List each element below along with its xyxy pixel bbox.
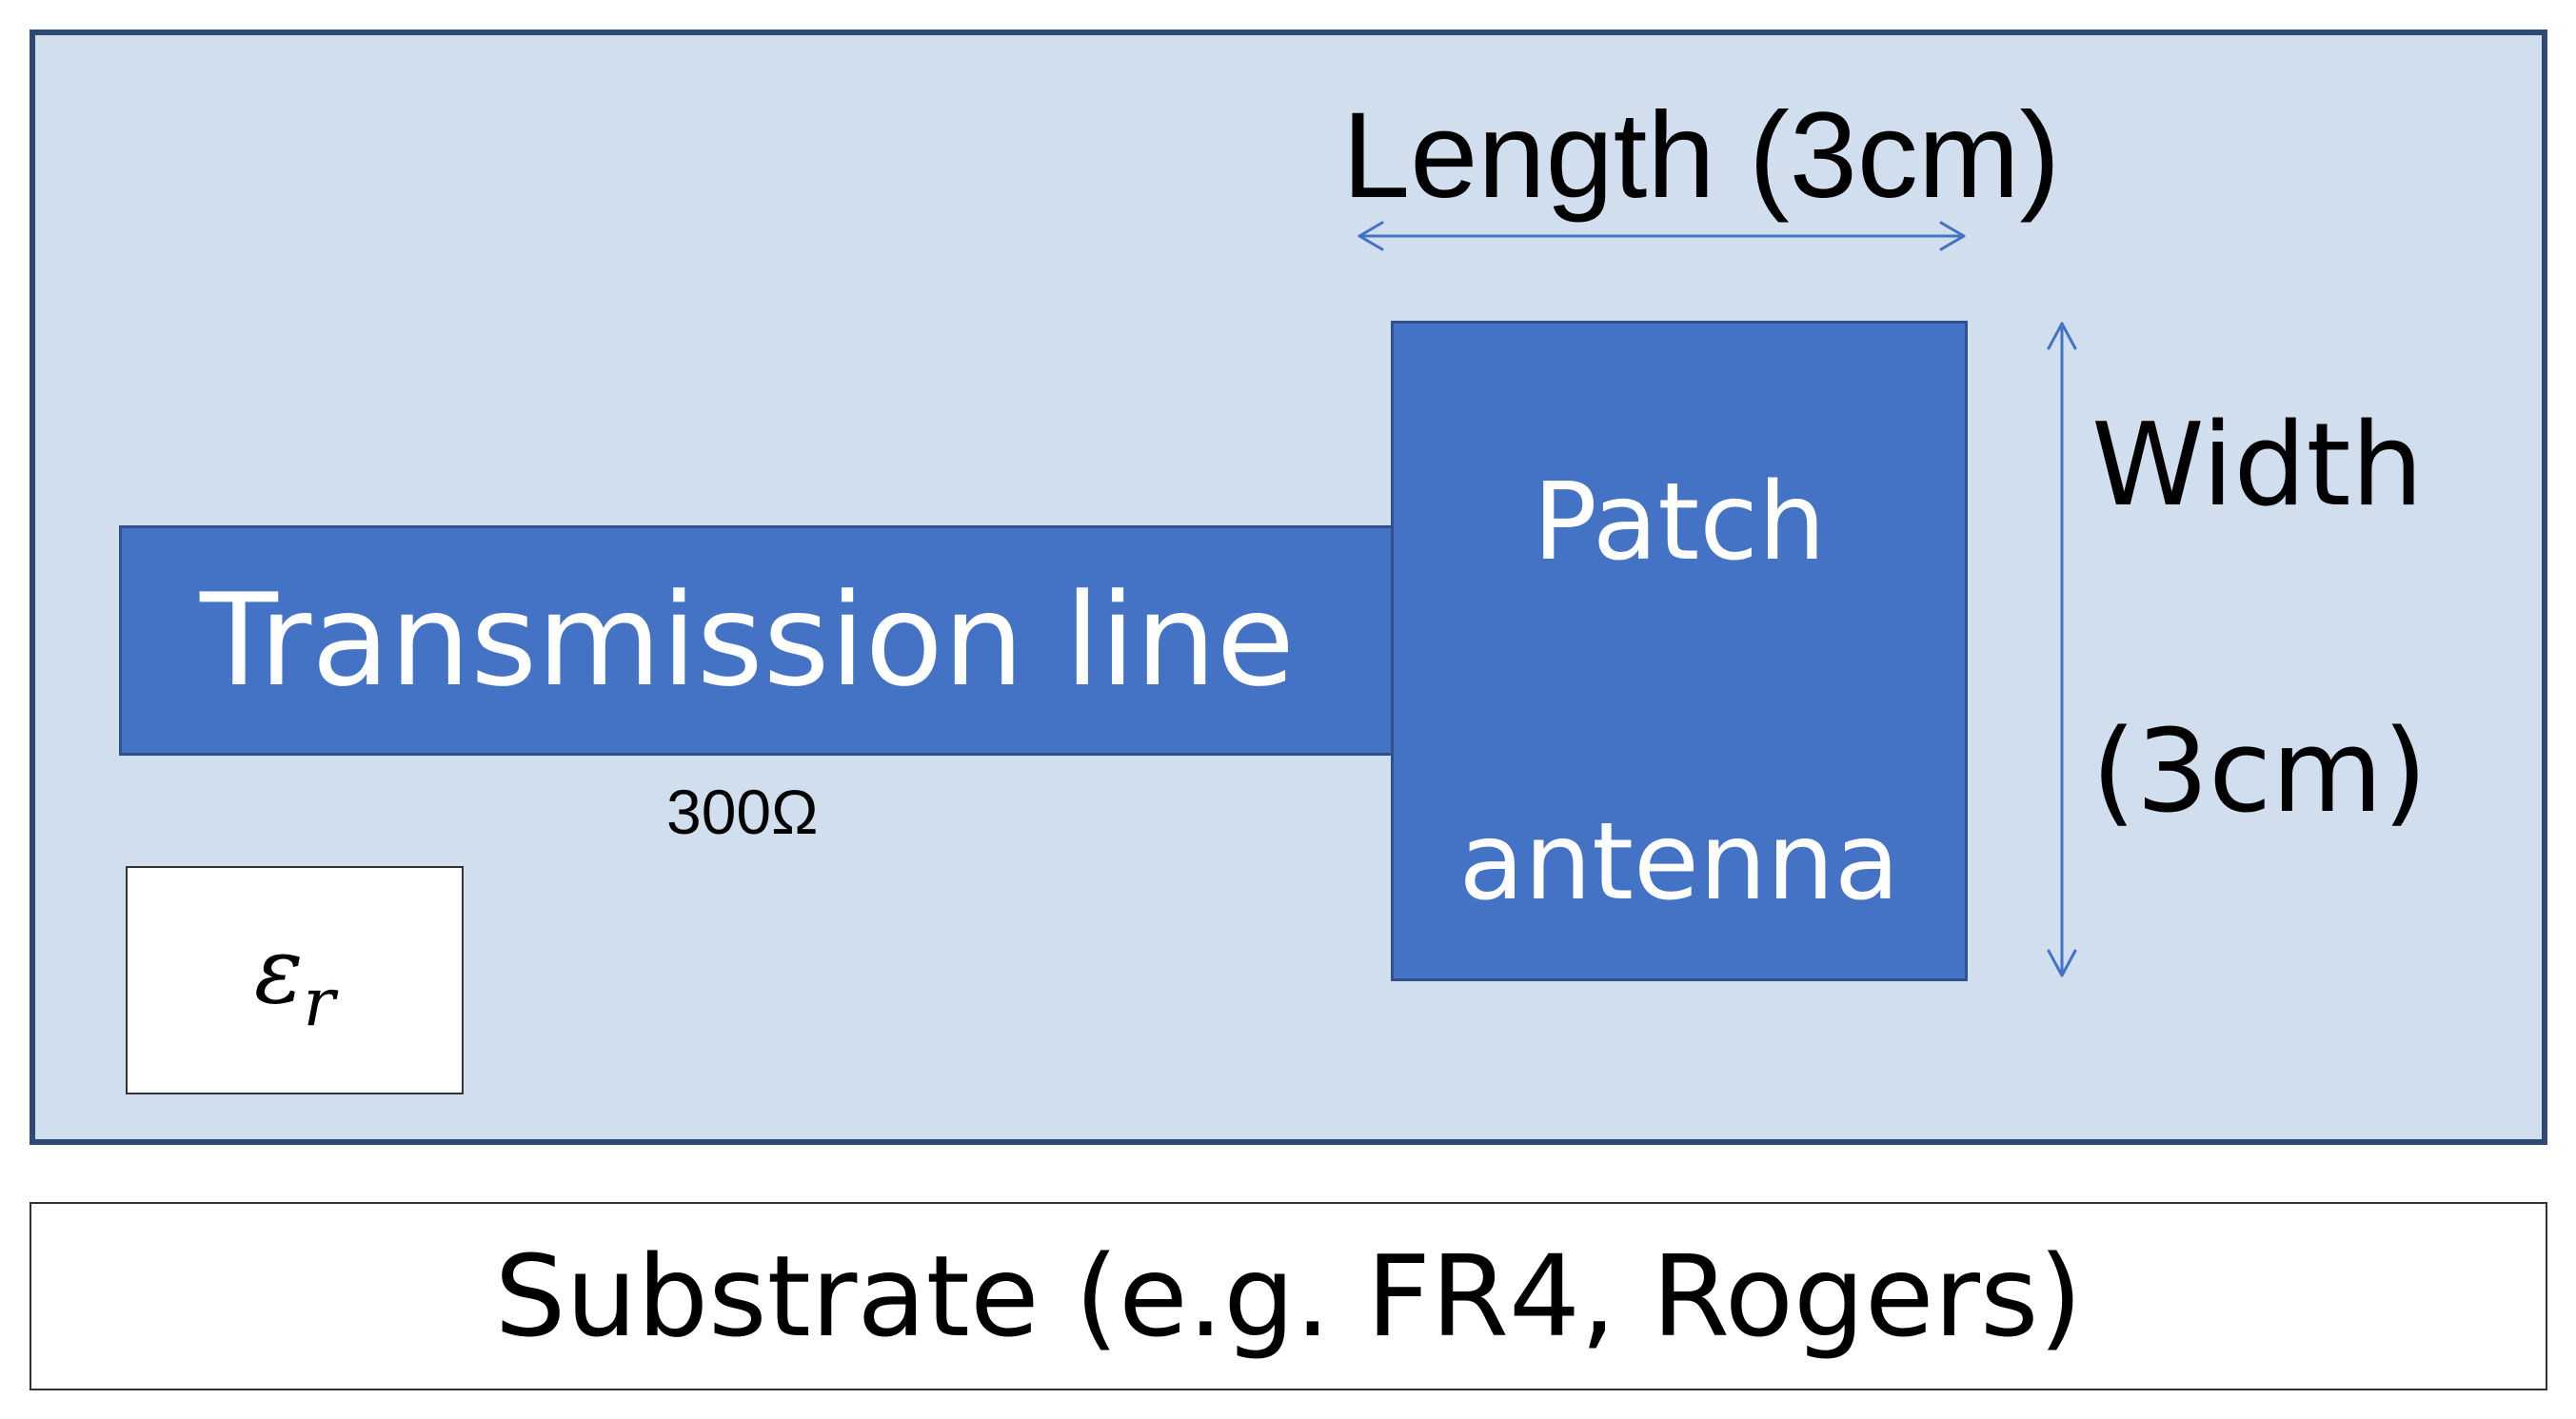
- substrate-caption: Substrate (e.g. FR4, Rogers): [494, 1231, 2083, 1362]
- length-arrow: [1357, 221, 1966, 251]
- transmission-line-label: Transmission line: [200, 566, 1296, 715]
- transmission-line: Transmission line: [119, 525, 1395, 756]
- width-arrow: [2047, 322, 2077, 977]
- substrate-caption-box: Substrate (e.g. FR4, Rogers): [30, 1202, 2547, 1390]
- impedance-label: 300Ω: [666, 777, 819, 847]
- width-value: (3cm): [2091, 706, 2427, 838]
- length-label: Length (3cm): [1342, 88, 2061, 224]
- permittivity-symbol: εr: [254, 925, 335, 1036]
- epsilon-glyph: ε: [254, 916, 304, 1024]
- width-label: Width: [2091, 400, 2424, 532]
- antenna-label: antenna: [1458, 800, 1900, 924]
- patch-label: Patch: [1533, 461, 1826, 584]
- patch-antenna: Patch antenna: [1391, 321, 1968, 981]
- permittivity-subscript: r: [303, 963, 335, 1042]
- permittivity-box: εr: [126, 866, 464, 1094]
